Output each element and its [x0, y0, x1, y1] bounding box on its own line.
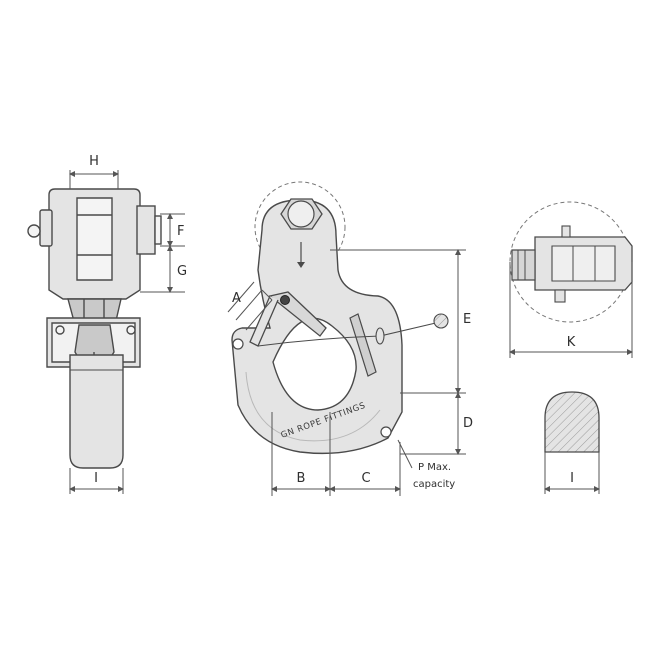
- dim-FG: [140, 213, 185, 293]
- label-E: E: [463, 312, 471, 327]
- capacity-label-line1: P Max.: [418, 462, 451, 473]
- dim-A: [227, 281, 273, 331]
- label-B: B: [297, 471, 306, 486]
- dim-BC: [271, 412, 401, 496]
- dim-K: [509, 262, 633, 358]
- dim-I-side: [69, 468, 124, 494]
- dim-H: [69, 170, 119, 189]
- label-A: A: [232, 291, 241, 306]
- label-I-section: I: [570, 471, 574, 486]
- label-C: C: [361, 471, 370, 486]
- front-view: [231, 181, 449, 455]
- label-D: D: [463, 416, 473, 431]
- capacity-label-line2: capacity: [413, 479, 455, 490]
- label-I-side: I: [94, 471, 98, 486]
- capacity-leader: [397, 439, 413, 469]
- label-K: K: [567, 335, 576, 350]
- dim-I-section: [544, 452, 600, 494]
- label-F: F: [177, 224, 184, 239]
- label-G: G: [177, 264, 187, 279]
- top-view: [509, 201, 633, 323]
- dim-D: [400, 392, 466, 455]
- cross-section: [544, 391, 600, 453]
- side-view: [27, 188, 162, 469]
- label-H: H: [89, 154, 99, 169]
